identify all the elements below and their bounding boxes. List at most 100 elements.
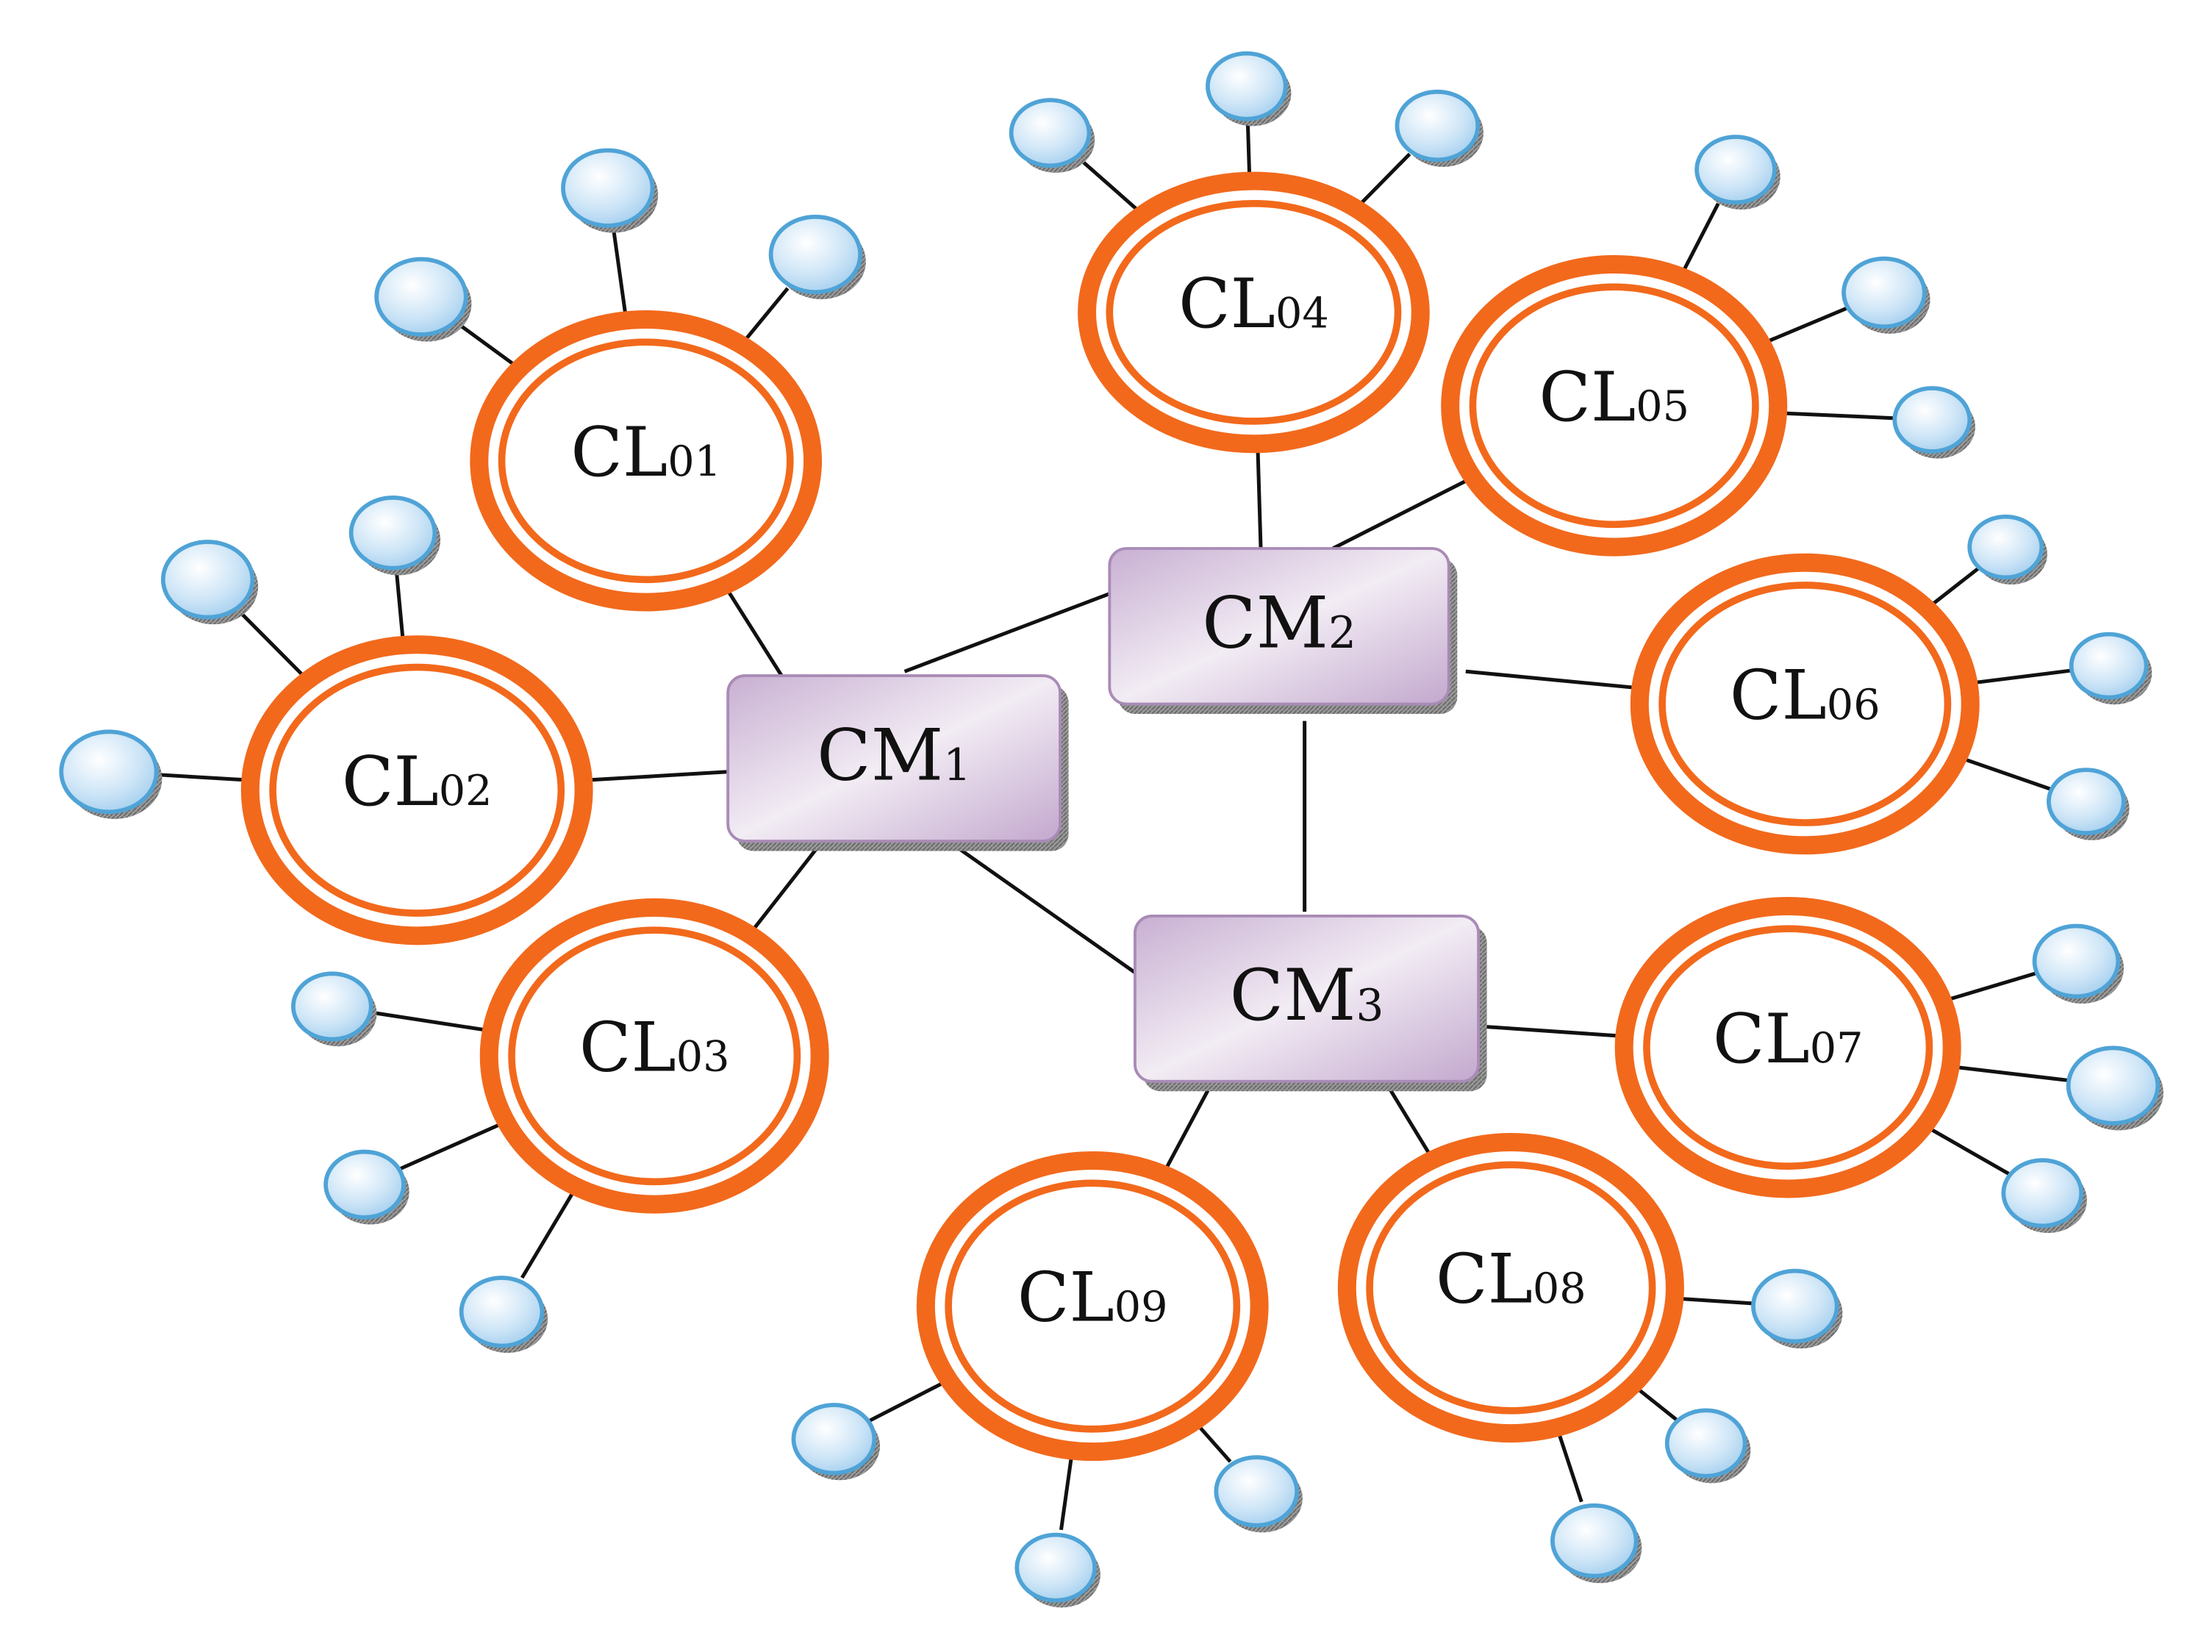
node-circle: [1550, 1503, 1639, 1578]
cluster-cl01: CL01: [470, 310, 823, 612]
link-cl01-node-3: [740, 287, 790, 346]
node-circle: [2066, 1045, 2161, 1126]
link-cl07-node-3: [1923, 1123, 2011, 1176]
cluster-label-cl02: CL02: [342, 742, 493, 821]
cl07-node-3: [2001, 1158, 2087, 1234]
cl06-node-2: [2069, 632, 2152, 705]
link-cl08-node-1: [1674, 1296, 1755, 1306]
node-circle: [374, 257, 468, 337]
cluster-label-cl06: CL06: [1730, 656, 1880, 735]
cluster-ring-outer: [479, 898, 829, 1214]
cluster-label-cl09: CL09: [1017, 1258, 1168, 1337]
cl07-node-2: [2066, 1045, 2163, 1131]
link-cl03-node-2: [398, 1120, 507, 1171]
cluster-cl03: CL03: [479, 898, 829, 1214]
link-cl07-node-1: [1942, 971, 2038, 1004]
cl06-node-1: [1967, 514, 2048, 585]
link-cl04-cm2: [1256, 443, 1263, 549]
cluster-ring-outer: [470, 310, 823, 612]
cluster-ring-outer: [1337, 1133, 1684, 1443]
link-cl01-node-1: [455, 321, 521, 371]
cluster-ring-inner: [269, 663, 565, 917]
cluster-cl02: CL02: [240, 635, 593, 945]
node-circle: [2069, 632, 2149, 700]
manager-label-cm3: CM3: [1230, 954, 1384, 1037]
node-circle: [1967, 514, 2044, 580]
link-cl05-node-3: [1778, 411, 1896, 421]
manager-label-cm1: CM1: [817, 714, 971, 796]
node-circle: [1014, 1532, 1098, 1603]
cl06-node-3: [2047, 768, 2130, 840]
cluster-label-cl05: CL05: [1539, 357, 1689, 437]
cl08-node-3: [1550, 1503, 1642, 1584]
node-circle: [459, 1276, 545, 1348]
link-cl04-node-3: [1354, 152, 1411, 210]
manager-cm1: CM1: [726, 674, 1069, 851]
cl01-node-1: [374, 257, 472, 342]
cluster-ring-outer: [1630, 553, 1980, 855]
link-cl09-node-2: [1059, 1450, 1075, 1531]
cluster-ring-outer: [240, 635, 593, 945]
node-circle: [1664, 1408, 1747, 1478]
node-circle: [768, 214, 863, 295]
node-circle: [290, 971, 373, 1042]
link-cl02-node-3: [155, 773, 251, 782]
node-circle: [348, 496, 437, 571]
cluster-ring-inner: [945, 1179, 1241, 1433]
link-cl01-cm1: [723, 584, 784, 677]
cl04-node-1: [1009, 98, 1095, 173]
manager-cm3: CM3: [1133, 914, 1487, 1092]
node-circle: [1751, 1268, 1839, 1344]
cl02-node-3: [59, 729, 162, 819]
node-circle: [1395, 89, 1481, 162]
manager-box: [726, 674, 1062, 843]
cl03-node-2: [323, 1149, 409, 1225]
cluster-label-cl04: CL04: [1178, 264, 1329, 343]
cluster-ring-outer: [916, 1151, 1269, 1462]
link-cl04-node-2: [1245, 124, 1252, 182]
node-circle: [160, 540, 255, 620]
cl09-node-2: [1014, 1532, 1100, 1608]
cluster-ring-inner: [1643, 925, 1933, 1170]
cluster-cl08: CL08: [1337, 1133, 1684, 1443]
cluster-cl09: CL09: [916, 1151, 1269, 1462]
cluster-ring-inner: [1366, 1161, 1656, 1415]
link-cl05-cm2: [1331, 476, 1474, 551]
cluster-cl05: CL05: [1441, 255, 1788, 557]
cl02-node-1: [160, 540, 259, 625]
manager-box: [1133, 914, 1481, 1083]
cluster-label-cl07: CL07: [1713, 999, 1864, 1079]
cluster-ring-inner: [1106, 200, 1402, 425]
cl05-node-3: [1892, 386, 1975, 459]
node-circle: [59, 729, 159, 815]
link-cm1-cm2: [903, 592, 1111, 673]
link-cl06-node-1: [1925, 567, 1979, 610]
cl03-node-3: [459, 1276, 548, 1354]
cl07-node-1: [2032, 923, 2124, 1004]
node-circle: [791, 1403, 877, 1476]
link-cl03-cm1: [748, 847, 819, 936]
node-circle: [2047, 768, 2126, 836]
link-cl09-cm3: [1161, 1080, 1214, 1176]
cluster-cl06: CL06: [1630, 553, 1980, 855]
node-circle: [2001, 1158, 2084, 1229]
cl09-node-3: [1214, 1455, 1303, 1533]
node-circle: [2032, 923, 2121, 999]
cluster-cl04: CL04: [1078, 171, 1430, 454]
node-circle: [1694, 135, 1777, 205]
cl05-node-1: [1694, 135, 1780, 210]
link-cl05-node-2: [1761, 306, 1849, 346]
cluster-ring-outer: [1441, 255, 1788, 557]
cl08-node-1: [1751, 1268, 1843, 1349]
cluster-label-cl08: CL08: [1436, 1240, 1586, 1319]
link-cl06-node-2: [1968, 668, 2073, 686]
cluster-ring-outer: [1078, 171, 1430, 454]
link-cl06-cm2: [1465, 669, 1641, 690]
link-cl05-node-1: [1678, 202, 1720, 278]
link-cl08-node-3: [1555, 1426, 1583, 1503]
cluster-ring-outer: [1614, 896, 1961, 1198]
link-cl08-cm3: [1384, 1080, 1435, 1161]
cluster-ring-inner: [508, 926, 801, 1186]
cluster-label-cl03: CL03: [579, 1007, 730, 1087]
cl01-node-3: [768, 214, 866, 299]
